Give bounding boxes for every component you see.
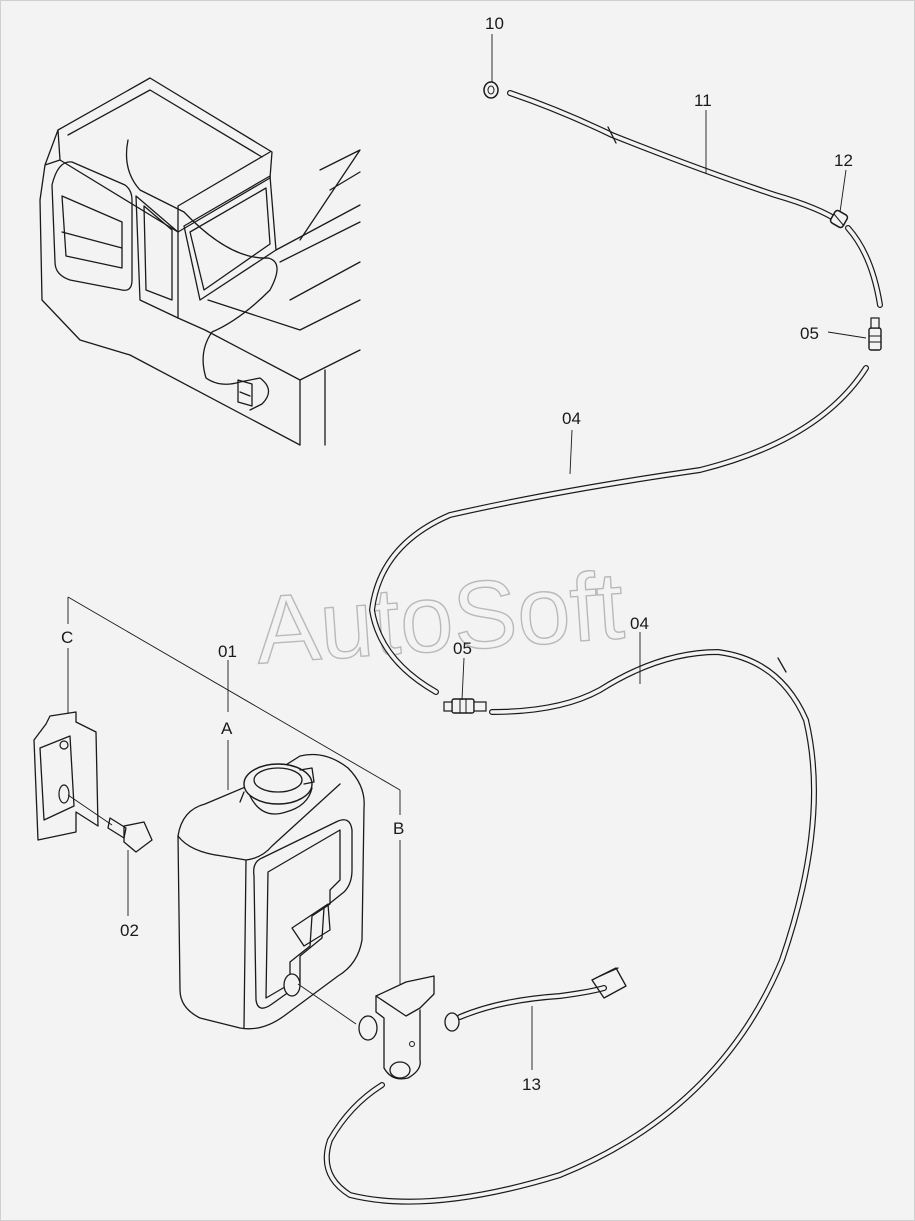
- connector-05-upper-icon: [868, 317, 882, 351]
- callout-11: 11: [694, 91, 712, 110]
- clamp-12-icon: [829, 209, 849, 229]
- connector-05-lower-icon: [443, 698, 487, 714]
- bracket-icon: [33, 711, 99, 841]
- reference-lines: [67, 596, 401, 984]
- callout-13: 13: [522, 1075, 541, 1094]
- callout-04-lower: 04: [630, 614, 649, 633]
- cab-illustration: [39, 77, 361, 446]
- watermark-text: AutoSoft: [252, 552, 627, 684]
- hose-11: [507, 90, 843, 225]
- callout-leaders: [127, 34, 867, 1070]
- callout-a: A: [221, 719, 233, 738]
- hose-12-segment: [845, 225, 883, 308]
- callout-01: 01: [218, 642, 237, 661]
- callout-b: B: [393, 819, 404, 838]
- callout-05-upper: 05: [800, 324, 819, 343]
- hose-04-upper: [368, 365, 869, 695]
- washer-pump-icon: [358, 975, 460, 1080]
- callout-c: C: [61, 628, 73, 647]
- callout-10: 10: [485, 14, 504, 33]
- harness-connector-icon: [591, 967, 627, 999]
- cap-10-icon: [483, 81, 499, 99]
- bolt-02-icon: [67, 794, 153, 853]
- callout-05-lower: 05: [453, 639, 472, 658]
- callout-04-upper: 04: [562, 409, 581, 428]
- hose-04-lower: [323, 648, 817, 1205]
- washer-tank-icon: [177, 753, 365, 1030]
- callout-02: 02: [120, 921, 139, 940]
- callout-12: 12: [834, 151, 853, 170]
- harness-13: [457, 985, 607, 1020]
